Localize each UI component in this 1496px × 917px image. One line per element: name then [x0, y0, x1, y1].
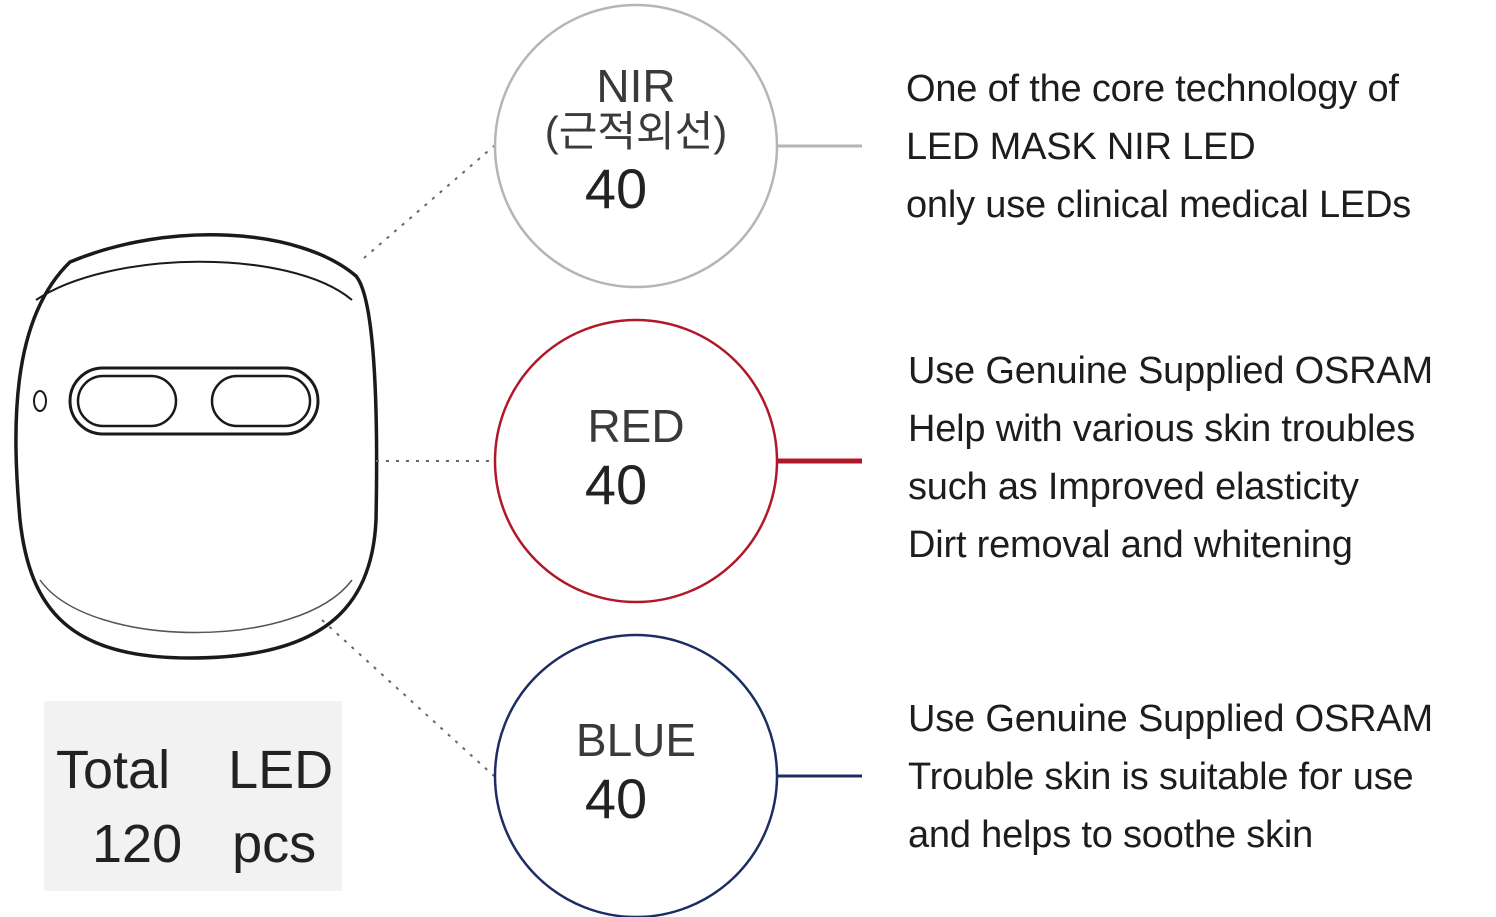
red-description-line: Help with various skin troubles	[908, 408, 1416, 450]
nir-description-line: LED MASK NIR LED	[906, 126, 1256, 168]
total-led-label: Total LED	[56, 740, 334, 800]
blue-description-line: Trouble skin is suitable for use	[908, 756, 1414, 798]
mask-left-eye-hole	[76, 374, 178, 428]
red-circle	[493, 318, 779, 604]
blue-description-line: and helps to soothe skin	[908, 814, 1314, 856]
total-led-count: 120 pcs	[92, 814, 317, 874]
mask-right-eye-hole	[210, 374, 312, 428]
red-description: Use Genuine Supplied OSRAM Help with var…	[908, 342, 1433, 574]
blue-count: 40	[584, 767, 648, 831]
red-count: 40	[584, 453, 648, 517]
red-description-line: Dirt removal and whitening	[908, 524, 1353, 566]
blue-name: BLUE	[575, 714, 697, 766]
nir-circle-label: NIR (근적외선) 40	[536, 62, 736, 219]
mask-eye-band	[68, 366, 320, 436]
mask-bottom-rim	[39, 579, 353, 634]
nir-description-line: only use clinical medical LEDs	[906, 184, 1412, 226]
blue-description-line: Use Genuine Supplied OSRAM	[908, 698, 1433, 740]
nir-description-line: One of the core technology of	[906, 68, 1399, 110]
nir-korean-subtitle: (근적외선)	[544, 108, 728, 156]
nir-name: NIR	[596, 60, 676, 112]
nir-description: One of the core technology of LED MASK N…	[906, 60, 1411, 234]
total-led-box: Total LED 120 pcs	[44, 701, 342, 891]
red-description-line: Use Genuine Supplied OSRAM	[908, 350, 1433, 392]
mask-inner-rim	[35, 260, 353, 301]
red-circle-label: RED 40	[536, 402, 736, 515]
blue-circle-label: BLUE 40	[536, 716, 736, 829]
red-description-line: such as Improved elasticity	[908, 466, 1359, 508]
red-name: RED	[587, 400, 685, 452]
blue-circle	[493, 633, 779, 917]
mask-sensor-dot	[33, 390, 47, 412]
nir-dotted-leader	[363, 145, 495, 259]
led-mask-illustration	[14, 233, 379, 660]
nir-count: 40	[584, 157, 648, 221]
mask-outline	[14, 233, 379, 660]
blue-dotted-leader	[321, 619, 495, 777]
nir-circle	[493, 3, 779, 289]
blue-description: Use Genuine Supplied OSRAM Trouble skin …	[908, 690, 1433, 864]
